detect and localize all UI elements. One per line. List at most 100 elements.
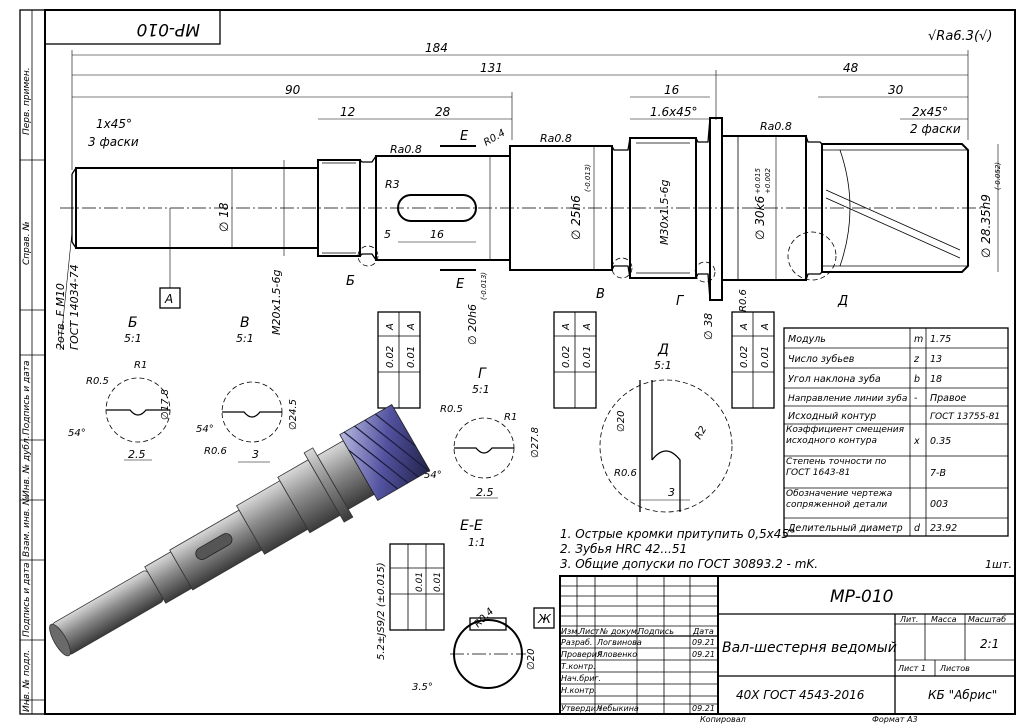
section-ee-angle: 3.5° <box>412 682 433 693</box>
side-label-3: Подпись и дата <box>22 360 32 435</box>
dim-dia-25h6-tol: (-0.013) <box>584 164 592 192</box>
detail-circle-v <box>611 257 633 279</box>
dim-dia-30k6: ∅ 30k6 <box>753 196 767 240</box>
gear-row-4-sym: - <box>914 393 918 404</box>
tol-frame-2-v1: 0.02 <box>561 346 572 368</box>
tol-frame-3-r2: А <box>760 323 771 331</box>
detail-g-dia: ∅27.8 <box>530 427 541 458</box>
detail-b-width: 2.5 <box>128 448 146 461</box>
side-label-5: Взам. инв. № <box>22 496 32 557</box>
gear-row-4-name: Направление линии зуба <box>788 394 907 404</box>
detail-circle-b <box>357 245 379 267</box>
tb-role-5: Н.контр. <box>561 686 597 695</box>
gear-table: Модуль m 1.75 Число зубьев z 13 Угол нак… <box>783 327 1009 537</box>
gear-row-5-name: Исходный контур <box>788 411 876 422</box>
detail-b-dia: ∅17.8 <box>160 389 171 420</box>
side-label-6: Подпись и дата <box>22 562 32 637</box>
dim-48: 48 <box>843 61 859 75</box>
gear-row-2-sym: z <box>913 354 920 365</box>
tb-date-2: 09.21 <box>692 650 715 659</box>
dim-dia-30k6-tol-lower: +0.002 <box>764 168 772 194</box>
side-labels: Перв. примен. Справ. № Подпись и дата Ин… <box>22 67 32 712</box>
gear-row-8-val: 003 <box>930 499 948 510</box>
note-1: 1. Острые кромки притупить 0,5x45° <box>560 527 795 541</box>
roughness-mark-2: Ra0.8 <box>540 132 572 145</box>
tb-col-doc: № докум. <box>599 627 639 636</box>
detail-b-title: Б <box>128 315 138 331</box>
tb-role-6: Утвердил <box>561 704 601 713</box>
tb-name-6: Чебыкина <box>597 704 639 713</box>
detail-d-dia: ∅20 <box>616 411 627 432</box>
section-ee-tol-2: 0.01 <box>433 572 443 592</box>
tb-hdr-scale: Масштаб <box>968 615 1006 624</box>
detail-mark-g: Г <box>676 294 685 309</box>
dim-184: 184 <box>425 41 448 55</box>
dim-chamfer-3: 1x45° <box>96 117 132 131</box>
section-ee-key: 5.2±JS9/2 (±0.015) <box>376 562 387 660</box>
tb-material: 40Х ГОСТ 4543-2016 <box>736 688 865 702</box>
top-dimensions: 184 131 48 90 16 30 12 28 1.6x45° 2x45° … <box>71 41 969 170</box>
center-hole-std: ГОСТ 14034-74 <box>68 264 81 350</box>
dim-key-16: 16 <box>430 228 444 241</box>
tb-date-6: 09.21 <box>692 704 715 713</box>
dim-30: 30 <box>888 83 904 97</box>
dim-chamfer-2-note: 2 фаски <box>910 122 961 136</box>
detail-b-r05: R0.5 <box>86 376 109 387</box>
detail-b-r1: R1 <box>134 360 147 371</box>
tb-hdr-mass: Масса <box>931 615 957 624</box>
tb-name-2: Яловенко <box>596 650 637 659</box>
tb-role-4: Нач.бриг. <box>561 674 601 683</box>
detail-v-r06: R0.6 <box>204 446 227 457</box>
gear-row-3-val: 18 <box>930 374 942 385</box>
dim-dia-28-35: ∅ 28.35h9 <box>979 194 993 258</box>
dim-m20: M20x1.5-6g <box>270 270 283 335</box>
detail-b-angle: 54° <box>68 428 86 439</box>
detail-g-angle: 54° <box>424 470 442 481</box>
tb-role-1: Разраб. <box>561 638 592 647</box>
gear-row-9-sym: d <box>914 523 921 534</box>
tb-col-izm: Изм. <box>561 627 580 636</box>
tol-frame-1-v1: 0.02 <box>385 346 396 368</box>
dim-key-5: 5 <box>384 228 391 241</box>
designation-box <box>44 9 221 45</box>
side-label-1: Перв. примен. <box>22 67 32 135</box>
detail-circle-d <box>787 231 837 281</box>
gear-row-3-name: Угол наклона зуба <box>788 374 881 385</box>
gear-row-6-name: Коэффициент смещения исходного контура <box>786 425 905 446</box>
detail-b: Б 5:1 2.5 R0.5 R1 ∅17.8 54° <box>68 315 171 461</box>
gear-row-9-val: 23.92 <box>930 523 957 534</box>
dim-12: 12 <box>340 105 355 119</box>
section-ee-dia: ∅20 <box>526 649 537 670</box>
tol-frame-1-r1: А <box>385 323 396 331</box>
detail-g-width: 2.5 <box>476 486 494 499</box>
section-mark-e-top: Е <box>460 129 469 144</box>
detail-g-scale: 5:1 <box>472 383 490 396</box>
detail-mark-d: Д <box>837 294 848 309</box>
detail-v: В 5:1 3 ∅24.5 54° R0.6 <box>196 315 299 463</box>
gear-row-4-val: Правое <box>930 393 966 404</box>
tol-frame-2-v2: 0.01 <box>582 346 593 368</box>
dim-90: 90 <box>285 83 301 97</box>
tb-col-sign: Подпись <box>638 627 674 636</box>
detail-d-r06: R0.6 <box>614 468 637 479</box>
dim-r3: R3 <box>385 178 400 191</box>
detail-v-title: В <box>240 315 250 331</box>
gear-row-1-sym: m <box>914 334 923 345</box>
detail-mark-v: В <box>596 287 605 302</box>
tb-role-3: Т.контр. <box>561 662 596 671</box>
tb-copied: Копировал <box>700 715 746 724</box>
detail-d: Д 5:1 3 ∅20 R2 R0.6 <box>599 342 733 513</box>
tb-date-1: 09.21 <box>692 638 715 647</box>
technical-notes: 1. Острые кромки притупить 0,5x45° 2. Зу… <box>560 527 1012 571</box>
tol-frame-3-v2: 0.01 <box>760 346 771 368</box>
tb-col-list: Лист <box>578 627 600 636</box>
gear-row-9-name: Делительный диаметр <box>787 523 903 534</box>
quantity: 1шт. <box>985 558 1012 571</box>
tb-organization: КБ "Абрис" <box>928 688 997 702</box>
detail-g-r05: R0.5 <box>440 404 463 415</box>
frame <box>19 9 1016 715</box>
tb-part-name: Вал-шестерня ведомый <box>722 640 897 656</box>
roughness-mark-1: Ra0.8 <box>390 143 422 156</box>
dim-dia-25h6: ∅ 25h6 <box>569 195 583 240</box>
side-label-4: Инв. № дубл. <box>22 435 32 497</box>
